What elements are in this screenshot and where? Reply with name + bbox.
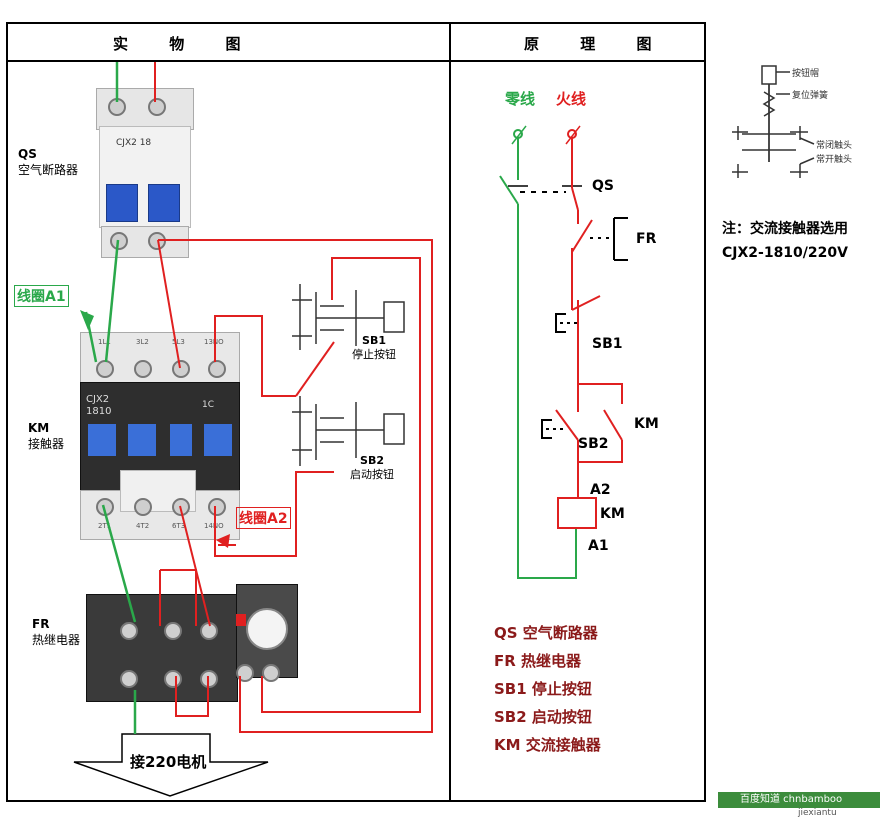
note-line2: CJX2-1810/220V xyxy=(722,245,848,261)
km-label: KM 接触器 xyxy=(28,420,64,452)
km-term-5l3: 5L3 xyxy=(172,338,185,346)
button-cap-label: 按钮帽 xyxy=(792,69,820,79)
fr-name: 热继电器 xyxy=(32,633,81,648)
km-model-line1: CJX2 xyxy=(86,394,110,405)
schematic-km-coil-label: KM xyxy=(600,506,625,522)
left-panel-title: 实 物 图 xyxy=(113,35,259,53)
button-nc-label: 常闭触头 xyxy=(816,141,853,151)
legend-sb2: SB2 启动按钮 xyxy=(494,706,592,727)
schematic-a2-label: A2 xyxy=(590,482,611,498)
outer-frame xyxy=(6,22,706,802)
coil-a2-label: 线圈A2 xyxy=(236,507,291,529)
qs-body-text: CJX2 18 xyxy=(116,138,152,148)
legend-fr: FR 热继电器 xyxy=(494,650,581,671)
qs-top-screw-right xyxy=(148,98,166,116)
km-bottom-terminals: 2T1 4T2 6T3 14NO xyxy=(80,522,238,534)
watermark: 百度知道 chnbamboo xyxy=(718,792,880,808)
km-code: KM xyxy=(28,421,50,435)
legend-sb2-code: SB2 xyxy=(494,708,527,726)
watermark-sub: jiexiantu xyxy=(798,808,837,818)
button-cross-section xyxy=(732,65,815,178)
legend-km-name: 交流接触器 xyxy=(525,736,601,754)
legend-qs-name: 空气断路器 xyxy=(522,624,598,642)
sb1-label: SB1 停止按钮 xyxy=(352,334,396,362)
schematic-a1-label: A1 xyxy=(588,538,609,554)
legend-qs: QS 空气断路器 xyxy=(494,622,598,643)
sb1-name: 停止按钮 xyxy=(352,347,396,361)
schematic-neutral-label: 零线 xyxy=(505,90,536,108)
sb2-name: 启动按钮 xyxy=(350,467,394,481)
qs-breaker: CJX2 18 xyxy=(96,88,194,258)
legend-km-code: KM xyxy=(494,736,521,754)
legend-fr-name: 热继电器 xyxy=(521,652,582,670)
button-no-label: 常开触头 xyxy=(816,155,853,165)
km-term-1l1: 1L1 xyxy=(98,338,111,346)
km-term-14no: 14NO xyxy=(204,522,224,530)
schematic-sb1-label: SB1 xyxy=(592,336,623,352)
sb2-label: SB2 启动按钮 xyxy=(350,454,394,482)
legend-sb1-code: SB1 xyxy=(494,680,527,698)
legend-qs-code: QS xyxy=(494,624,518,642)
motor-label: 接220电机 xyxy=(130,753,207,771)
note-line1: 注：交流接触器选用 xyxy=(722,221,848,237)
sb2-code: SB2 xyxy=(360,454,384,467)
legend-sb1-name: 停止按钮 xyxy=(531,680,592,698)
qs-top-screw-left xyxy=(108,98,126,116)
km-term-13no: 13NO xyxy=(204,338,224,346)
header-divider xyxy=(6,60,706,62)
schematic-sb2-label: SB2 xyxy=(578,436,609,452)
legend-sb2-name: 启动按钮 xyxy=(531,708,592,726)
qs-code: QS xyxy=(18,147,37,161)
km-contactor: CJX2 1810 1C 1L1 3L2 5L3 13NO 2T1 4T2 6T… xyxy=(80,332,240,540)
qs-bottom-screw-right xyxy=(148,232,166,250)
schematic-live-label: 火线 xyxy=(556,90,587,108)
km-name: 接触器 xyxy=(28,437,65,452)
legend-km: KM 交流接触器 xyxy=(494,734,601,755)
schematic-km-contact-label: KM xyxy=(634,416,659,432)
sb1-code: SB1 xyxy=(362,334,386,347)
km-top-terminals: 1L1 3L2 5L3 13NO xyxy=(80,338,238,350)
qs-label: QS 空气断路器 xyxy=(18,146,78,178)
km-term-6t3: 6T3 xyxy=(172,522,186,530)
button-spring-label: 复位弹簧 xyxy=(792,91,829,101)
km-side-text: 1C xyxy=(202,400,215,410)
km-model-line2: 1810 xyxy=(86,406,112,417)
qs-bottom-screw-left xyxy=(110,232,128,250)
qs-name: 空气断路器 xyxy=(18,163,79,178)
km-term-3l2: 3L2 xyxy=(136,338,149,346)
right-panel-title: 原 理 图 xyxy=(524,35,670,53)
fr-label: FR 热继电器 xyxy=(32,616,80,648)
legend-fr-code: FR xyxy=(494,652,516,670)
fr-thermal-relay xyxy=(86,584,298,702)
watermark-text: 百度知道 chnbamboo xyxy=(740,794,843,805)
km-term-2t1: 2T1 xyxy=(98,522,112,530)
panel-divider xyxy=(449,22,451,802)
schematic-fr-label: FR xyxy=(636,231,657,247)
coil-a1-label: 线圈A1 xyxy=(14,285,69,307)
legend-sb1: SB1 停止按钮 xyxy=(494,678,592,699)
schematic-qs-label: QS xyxy=(592,178,614,194)
fr-code: FR xyxy=(32,617,50,631)
km-term-4t2: 4T2 xyxy=(136,522,150,530)
